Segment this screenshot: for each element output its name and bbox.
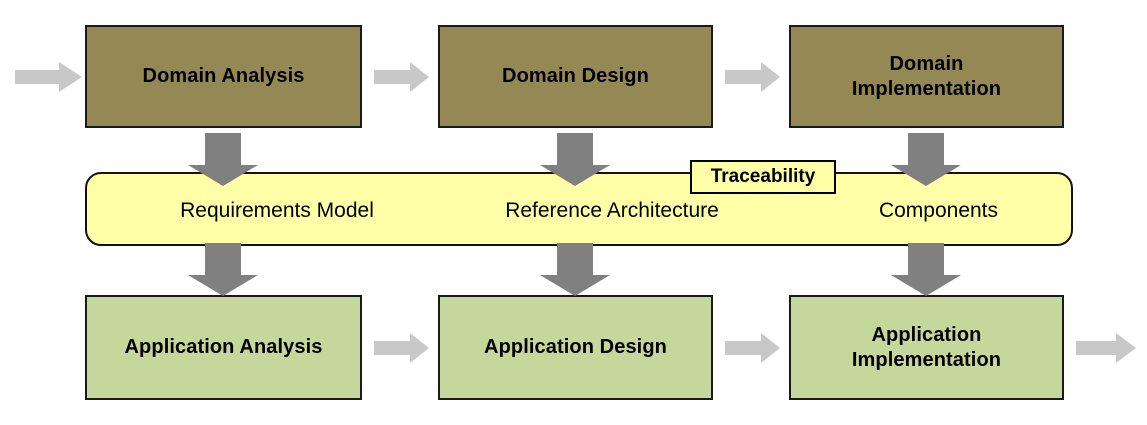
traceability-label: Traceability [710, 166, 816, 187]
artifact-reference-architecture-label: Reference Architecture [505, 199, 719, 222]
application-analysis-label: Application Analysis [124, 336, 323, 358]
artifact-components-label: Components [878, 199, 999, 222]
domain-design-to-reference-architecture-arrow-icon [540, 133, 610, 186]
domain-design-label: Domain Design [502, 65, 649, 87]
application-design-box[interactable]: Application Design [438, 295, 713, 400]
domain-implementation-label-line1: Domain [889, 52, 964, 75]
application-implementation-box[interactable]: Application Implementation [789, 295, 1064, 400]
domain-analysis-to-domain-design-arrow-icon [374, 60, 429, 94]
domain-design-box[interactable]: Domain Design [438, 25, 713, 128]
artifact-components: Components [802, 174, 1075, 248]
application-design-label: Application Design [484, 336, 667, 358]
application-implementation-label-line1: Application [871, 323, 982, 346]
domain-design-to-domain-implementation-arrow-icon [725, 60, 780, 94]
artifact-requirements-model: Requirements Model [87, 174, 467, 248]
components-to-application-implementation-arrow-icon [891, 243, 961, 296]
domain-analysis-box[interactable]: Domain Analysis [85, 25, 362, 128]
reference-architecture-to-application-design-arrow-icon [540, 243, 610, 296]
application-analysis-box[interactable]: Application Analysis [85, 295, 362, 400]
artifact-band: Requirements Model Reference Architectur… [85, 172, 1073, 246]
entry-arrow-domain-icon [15, 60, 82, 94]
domain-implementation-label: Domain Implementation [846, 52, 1007, 102]
exit-arrow-application-icon [1076, 331, 1136, 365]
domain-analysis-label: Domain Analysis [142, 65, 305, 87]
requirements-model-to-application-analysis-arrow-icon [188, 243, 258, 296]
application-implementation-label-line2: Implementation [851, 348, 1002, 371]
domain-implementation-label-line2: Implementation [851, 77, 1002, 100]
artifact-reference-architecture: Reference Architecture [417, 174, 807, 248]
domain-analysis-to-requirements-model-arrow-icon [188, 133, 258, 186]
traceability-callout[interactable]: Traceability [690, 160, 836, 194]
application-analysis-to-application-design-arrow-icon [374, 331, 429, 365]
application-design-to-application-implementation-arrow-icon [725, 331, 780, 365]
artifact-requirements-model-label: Requirements Model [180, 199, 374, 222]
application-implementation-label: Application Implementation [846, 323, 1007, 373]
domain-implementation-to-components-arrow-icon [891, 133, 961, 186]
domain-implementation-box[interactable]: Domain Implementation [789, 25, 1064, 128]
